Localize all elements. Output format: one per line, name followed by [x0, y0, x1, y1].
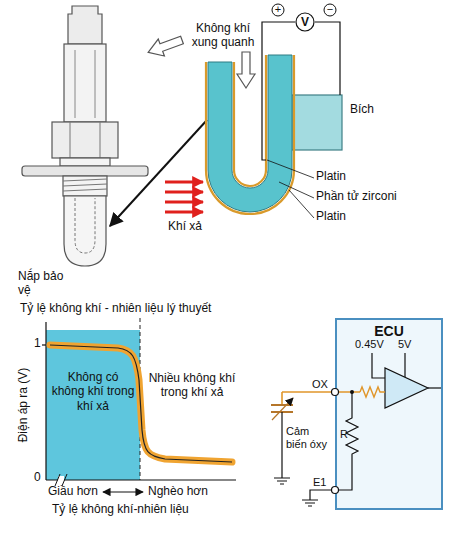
signal-wire — [282, 391, 360, 393]
body-line — [95, 50, 96, 118]
sensor-hex — [52, 122, 118, 158]
reference-wire — [372, 353, 385, 378]
part-name: Phần tử zirconi — [316, 190, 397, 204]
polarity-sign: − — [324, 3, 336, 16]
axis-break-gap — [58, 476, 64, 484]
exhaust-label: Khí xả — [168, 220, 202, 234]
part-name: Platin — [316, 170, 346, 184]
ground-symbol — [274, 478, 290, 484]
ground-symbol — [302, 500, 318, 506]
voltmeter-outline — [296, 13, 314, 31]
leader-line — [289, 190, 314, 218]
polarity-circle — [272, 4, 284, 16]
axis-tick: 0 — [34, 471, 42, 485]
sensor-plate — [271, 404, 293, 406]
axis-tick: 1 — [34, 337, 42, 351]
stoichiometric-line — [140, 318, 141, 480]
voltage-curve-core — [50, 345, 232, 462]
sensor-thread — [63, 176, 107, 196]
supply-wire — [404, 353, 405, 377]
polarity-sign: + — [272, 3, 284, 16]
y-axis — [45, 322, 46, 480]
platinum-inner — [234, 55, 266, 186]
node-text: ECU — [337, 323, 441, 340]
axis-title: Điện áp ra (V) — [17, 368, 31, 443]
platinum-outer — [206, 55, 294, 214]
resistor-symbol — [335, 392, 358, 490]
exhaust-arrow — [165, 181, 203, 184]
component-name: Cảm biến óxy — [286, 425, 332, 450]
air-arrow — [145, 32, 185, 61]
exhaust-arrow — [165, 201, 203, 204]
sensor-wire — [281, 392, 283, 405]
voltmeter-wire — [262, 22, 295, 160]
sensor-neck — [60, 158, 110, 166]
mounting-plate — [22, 166, 148, 176]
sensor-variable-arrow — [272, 398, 293, 420]
sensing-element — [75, 198, 95, 253]
part-name: Platin — [316, 210, 346, 224]
voltmeter-circle: V — [295, 12, 315, 32]
pin-circle — [332, 487, 339, 494]
node-text: Không có không khí trong khí xả — [50, 370, 136, 413]
axis-title: Tỷ lệ không khí-nhiên liệu — [52, 503, 189, 517]
ground-wire — [310, 490, 331, 500]
part-name: Nắp bảo vệ — [18, 270, 68, 298]
voltage-curve — [50, 345, 232, 462]
graph-title: Tỷ lệ không khí - nhiên liệu lý thuyết — [20, 302, 260, 316]
zoom-arrow — [110, 120, 207, 226]
zirconia-element — [208, 55, 292, 212]
sensor-plate — [271, 411, 293, 413]
air-label: Không khí xung quanh — [185, 22, 261, 50]
pin-name: OX — [312, 378, 328, 391]
pin-circle — [332, 389, 339, 396]
flange — [292, 95, 342, 150]
resistor-symbol — [360, 387, 385, 397]
ecu-box: ECU — [335, 318, 443, 510]
axis-direction: Nghèo hơn — [148, 485, 208, 499]
sensor-boot — [68, 6, 102, 44]
polarity-circle — [324, 4, 336, 16]
body-line — [75, 50, 76, 118]
part-name: Bích — [350, 103, 374, 117]
leader-line — [267, 160, 314, 178]
voltmeter-wire — [315, 22, 340, 95]
junction-dot — [350, 390, 354, 394]
pin-name: E1 — [313, 476, 326, 489]
protective-cap — [64, 196, 106, 266]
thread-lines — [63, 179, 107, 191]
hex-edge — [100, 122, 101, 158]
rich-mixture-region: Không có không khí trong khí xả — [46, 330, 140, 480]
x-axis — [46, 479, 236, 480]
hex-edge — [70, 122, 71, 158]
axis-direction: Giầu hơn — [48, 485, 98, 499]
region-label: Nhiều không khí trong khí xả — [146, 372, 238, 400]
air-arrow — [237, 52, 255, 88]
exhaust-arrow — [165, 191, 203, 194]
y-tick — [42, 344, 46, 345]
leader-line — [279, 182, 314, 198]
sensor-body — [64, 44, 106, 122]
node-text: V — [301, 15, 309, 29]
direction-arrow — [103, 491, 143, 492]
comparator — [385, 368, 428, 408]
sensor-wire — [281, 412, 282, 478]
output-wire — [428, 387, 441, 388]
axis-break — [55, 474, 67, 486]
exhaust-arrow — [165, 211, 203, 214]
